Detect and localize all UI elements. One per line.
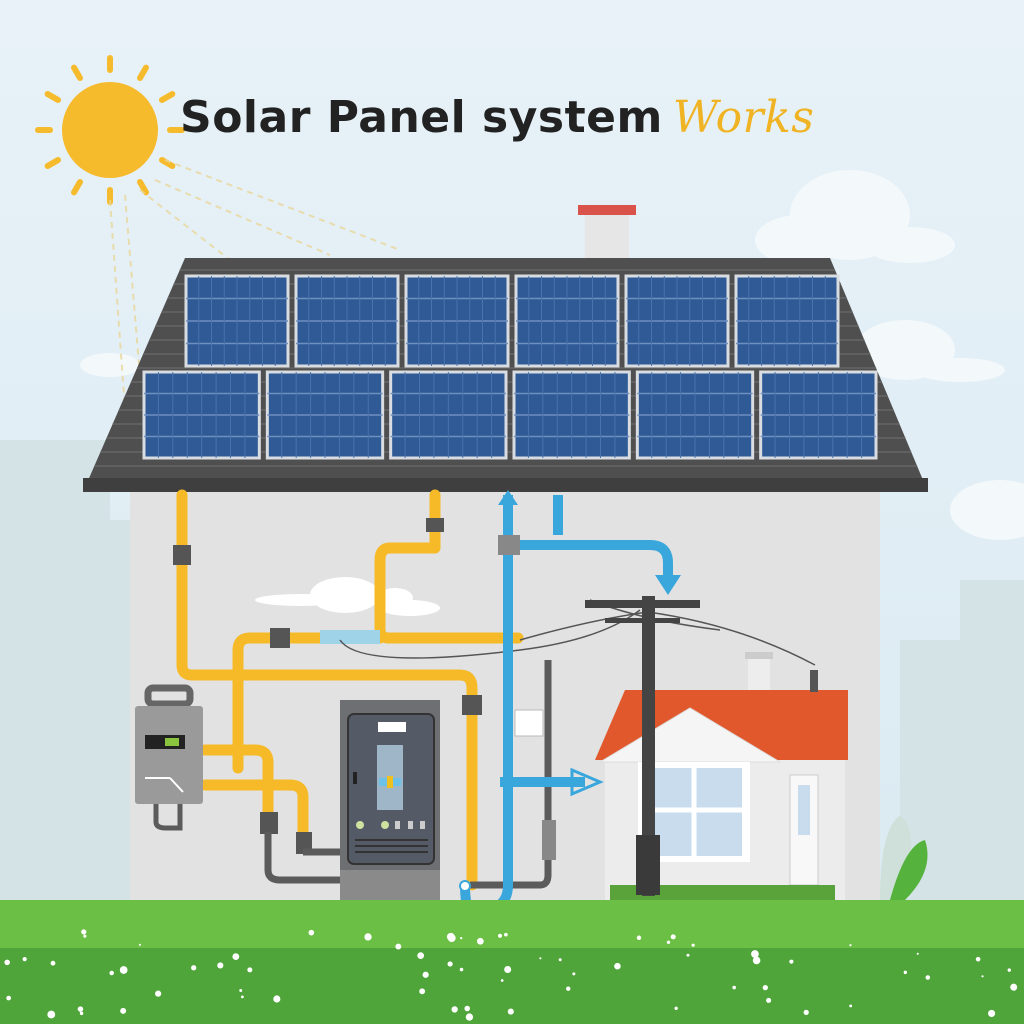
control-cabinet bbox=[340, 700, 440, 900]
ac-wiring bbox=[153, 660, 552, 889]
grass bbox=[0, 900, 1024, 950]
solar-panel bbox=[294, 274, 400, 368]
solar-panel bbox=[514, 274, 620, 368]
sun-icon bbox=[35, 55, 401, 621]
pipe-connectors bbox=[173, 518, 482, 854]
electric-meter bbox=[514, 709, 556, 860]
solar-panel-array bbox=[142, 274, 878, 460]
solar-panel bbox=[512, 370, 631, 460]
bushes bbox=[880, 815, 928, 900]
utility-pole bbox=[585, 596, 818, 896]
chimney bbox=[578, 205, 636, 262]
junction-box bbox=[498, 535, 520, 555]
solar-panel bbox=[142, 370, 261, 460]
inverter bbox=[135, 684, 203, 804]
solar-panel bbox=[734, 274, 840, 368]
solar-panel bbox=[759, 370, 878, 460]
solar-panel bbox=[389, 370, 508, 460]
solar-panel bbox=[635, 370, 755, 460]
solar-panel bbox=[404, 274, 510, 368]
solar-panel bbox=[184, 274, 290, 368]
clouds bbox=[80, 170, 1024, 540]
solar-panel bbox=[624, 274, 730, 368]
grass-flowers bbox=[4, 929, 1018, 1021]
dc-cable-pipes bbox=[176, 489, 524, 891]
valve bbox=[459, 880, 471, 892]
wall-cloud bbox=[255, 577, 440, 616]
title-main: Solar Panel system bbox=[180, 92, 663, 143]
title-accent: Works bbox=[672, 92, 815, 143]
background-buildings bbox=[0, 440, 1024, 910]
solar-panel bbox=[265, 370, 385, 460]
